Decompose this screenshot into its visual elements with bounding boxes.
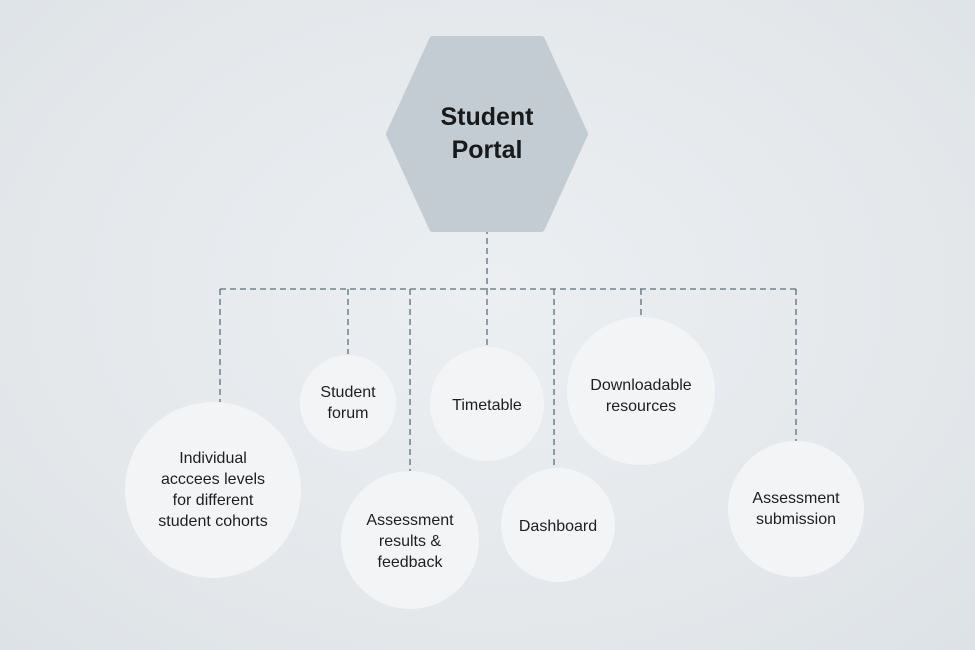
nodes [125,317,864,609]
node-dashboard-circle[interactable] [501,468,615,582]
hub-hexagon[interactable] [386,36,588,232]
node-assessment-submission-circle[interactable] [728,441,864,577]
node-individual-access-circle[interactable] [125,402,301,578]
node-timetable-circle[interactable] [430,347,544,461]
node-downloadable-circle[interactable] [567,317,715,465]
hub-title: Student Portal [440,103,534,164]
node-assessment-results-circle[interactable] [341,471,479,609]
connectors [219,228,797,472]
node-student-forum-circle[interactable] [300,355,396,451]
